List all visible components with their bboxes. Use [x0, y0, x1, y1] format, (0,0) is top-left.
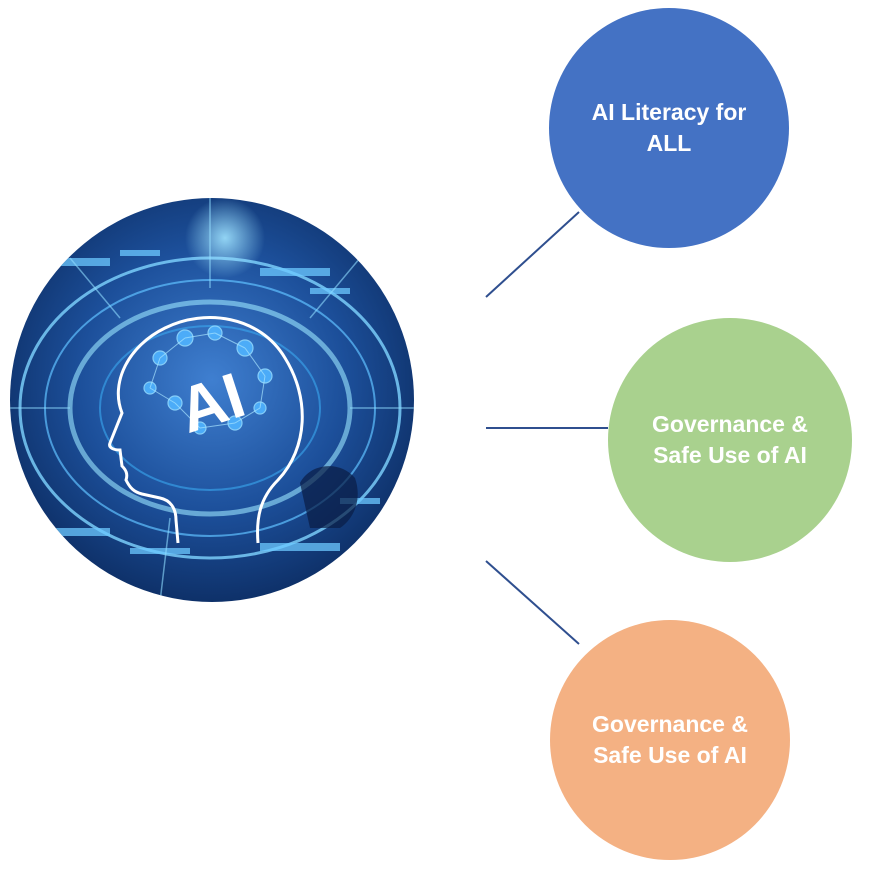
connector-line-3: [485, 560, 580, 645]
node-governance-orange: Governance & Safe Use of AI: [550, 620, 790, 860]
ai-brain-head-icon: AI: [10, 198, 414, 602]
node-governance-green: Governance & Safe Use of AI: [608, 318, 852, 562]
ai-brain-image: AI: [10, 198, 414, 602]
node-governance-orange-label: Governance & Safe Use of AI: [592, 711, 748, 768]
node-ai-literacy: AI Literacy for ALL: [549, 8, 789, 248]
connector-line-1: [485, 211, 580, 298]
node-governance-green-label: Governance & Safe Use of AI: [652, 411, 808, 468]
node-ai-literacy-label: AI Literacy for ALL: [591, 99, 747, 156]
